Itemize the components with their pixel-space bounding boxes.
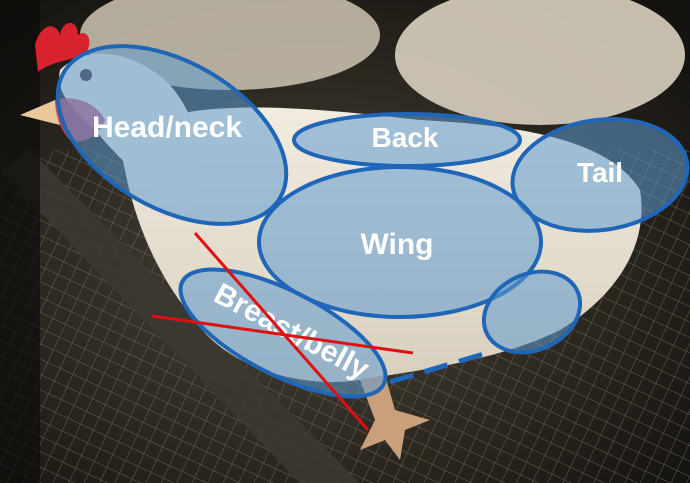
label-tail: Tail [577, 157, 623, 188]
label-head-neck: Head/neck [92, 111, 242, 144]
cage-post [0, 0, 40, 483]
label-wing: Wing [360, 228, 433, 261]
label-back: Back [372, 122, 439, 153]
